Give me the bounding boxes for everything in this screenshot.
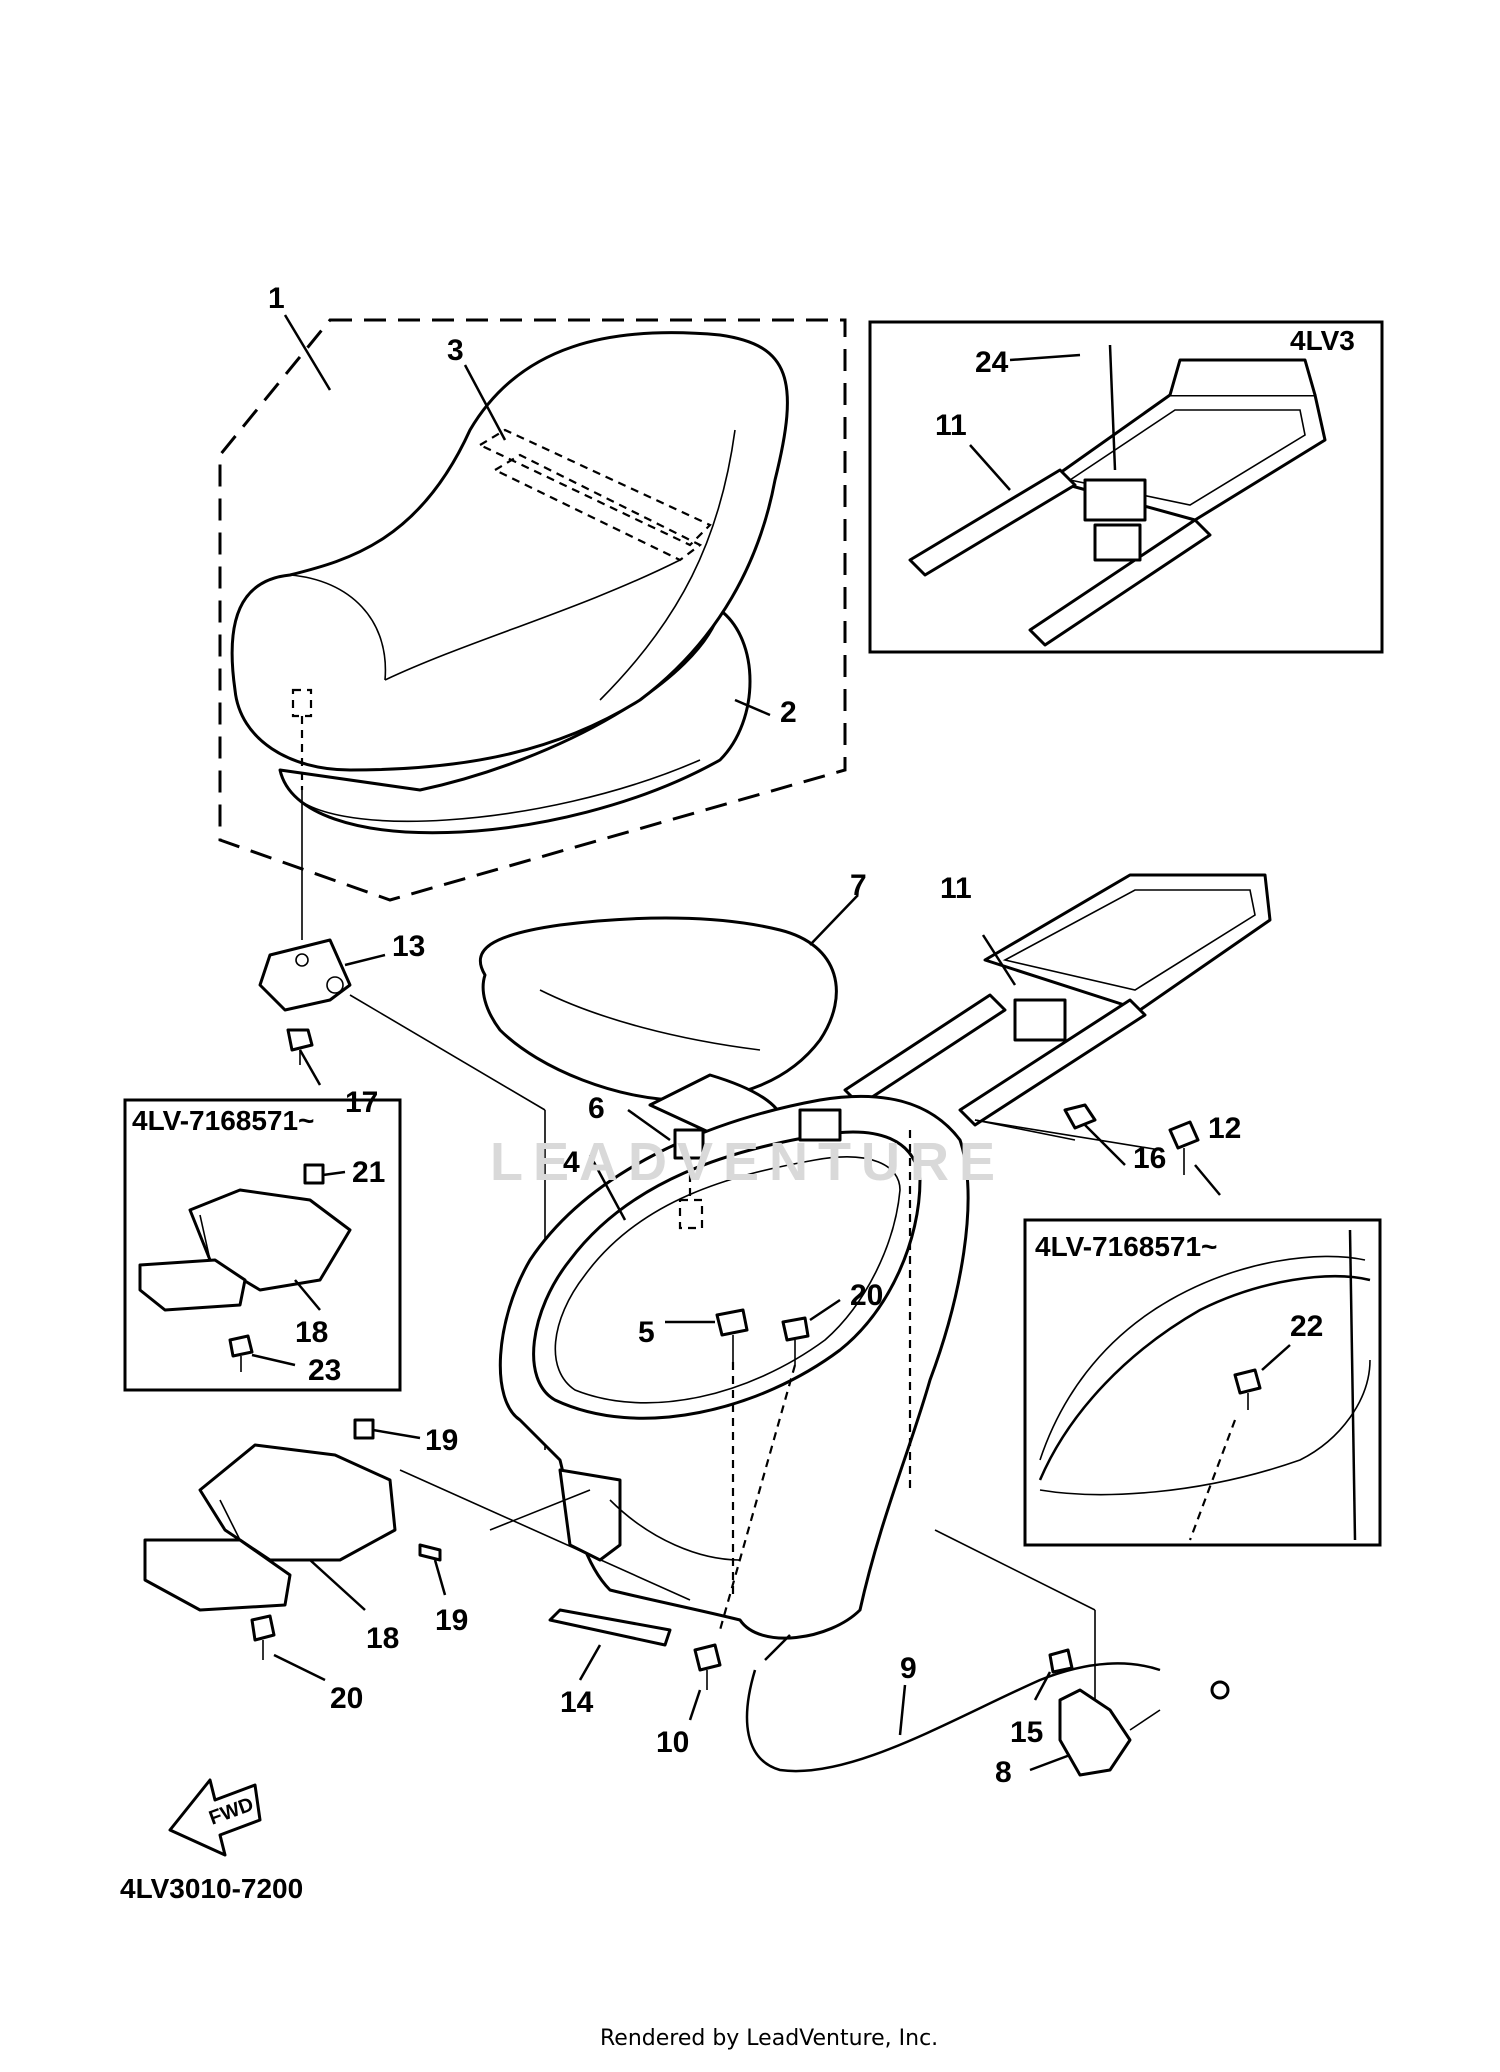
- callout-9: 9: [900, 1652, 917, 1685]
- callout-24: 24: [975, 346, 1009, 379]
- callout-18-main: 18: [366, 1622, 399, 1655]
- latch-assembly-left: [143, 1418, 691, 1682]
- storage-box: [498, 1094, 970, 1640]
- callout-1: 1: [268, 282, 285, 315]
- callout-17: 17: [345, 1086, 378, 1119]
- inset-model-label: 4LV3: [1290, 325, 1355, 356]
- callout-2: 2: [780, 696, 797, 729]
- inset-left-serial: [123, 1098, 402, 1392]
- callout-23: 23: [308, 1354, 341, 1387]
- inset-4lv3: [868, 320, 1384, 654]
- callout-19-bottom: 19: [435, 1604, 468, 1637]
- callout-14: 14: [560, 1686, 594, 1719]
- callout-15: 15: [1010, 1716, 1043, 1749]
- callout-7: 7: [850, 869, 867, 902]
- callout-11-inset: 11: [935, 409, 967, 442]
- callout-18-inset: 18: [295, 1316, 328, 1349]
- callout-21: 21: [352, 1156, 385, 1189]
- seat-assembly: [218, 314, 847, 940]
- callout-4: 4: [563, 1146, 580, 1179]
- callout-10: 10: [656, 1726, 689, 1759]
- fwd-arrow: FWD: [168, 1778, 262, 1857]
- carrier-main: [843, 873, 1272, 1127]
- inset-right-serial: [1023, 1218, 1382, 1547]
- inset-left-serial-label: 4LV-7168571~: [132, 1105, 314, 1136]
- callout-5: 5: [638, 1316, 655, 1349]
- callout-19-top: 19: [425, 1424, 458, 1457]
- callout-20-left: 20: [330, 1682, 363, 1715]
- callout-6: 6: [588, 1092, 605, 1125]
- callout-20-center: 20: [850, 1279, 883, 1312]
- callout-13: 13: [392, 930, 425, 963]
- carrier-inset: [908, 344, 1327, 647]
- inset-right-serial-label: 4LV-7168571~: [1035, 1231, 1217, 1262]
- callout-22: 22: [1290, 1310, 1323, 1343]
- cable-lock: [688, 1529, 1230, 1777]
- part-number: 4LV3010-7200: [120, 1873, 303, 1904]
- callout-16: 16: [1133, 1142, 1166, 1175]
- hinge-bracket: [258, 938, 546, 1450]
- callout-3: 3: [447, 334, 464, 367]
- callouts: 1 2 3 4 5 6 7 8 9 10 11 11 12 13 14 15 1…: [268, 282, 1323, 1789]
- footer-credit: Rendered by LeadVenture, Inc.: [600, 2026, 938, 2051]
- bolt-nut-right: [974, 1103, 1221, 1196]
- callout-8: 8: [995, 1756, 1012, 1789]
- callout-11-main: 11: [940, 872, 972, 905]
- small-hardware-center: [627, 1108, 841, 1631]
- cushion-pad: [478, 894, 859, 1137]
- watermark: LEADVENTURE: [490, 1132, 1005, 1192]
- callout-12: 12: [1208, 1112, 1241, 1145]
